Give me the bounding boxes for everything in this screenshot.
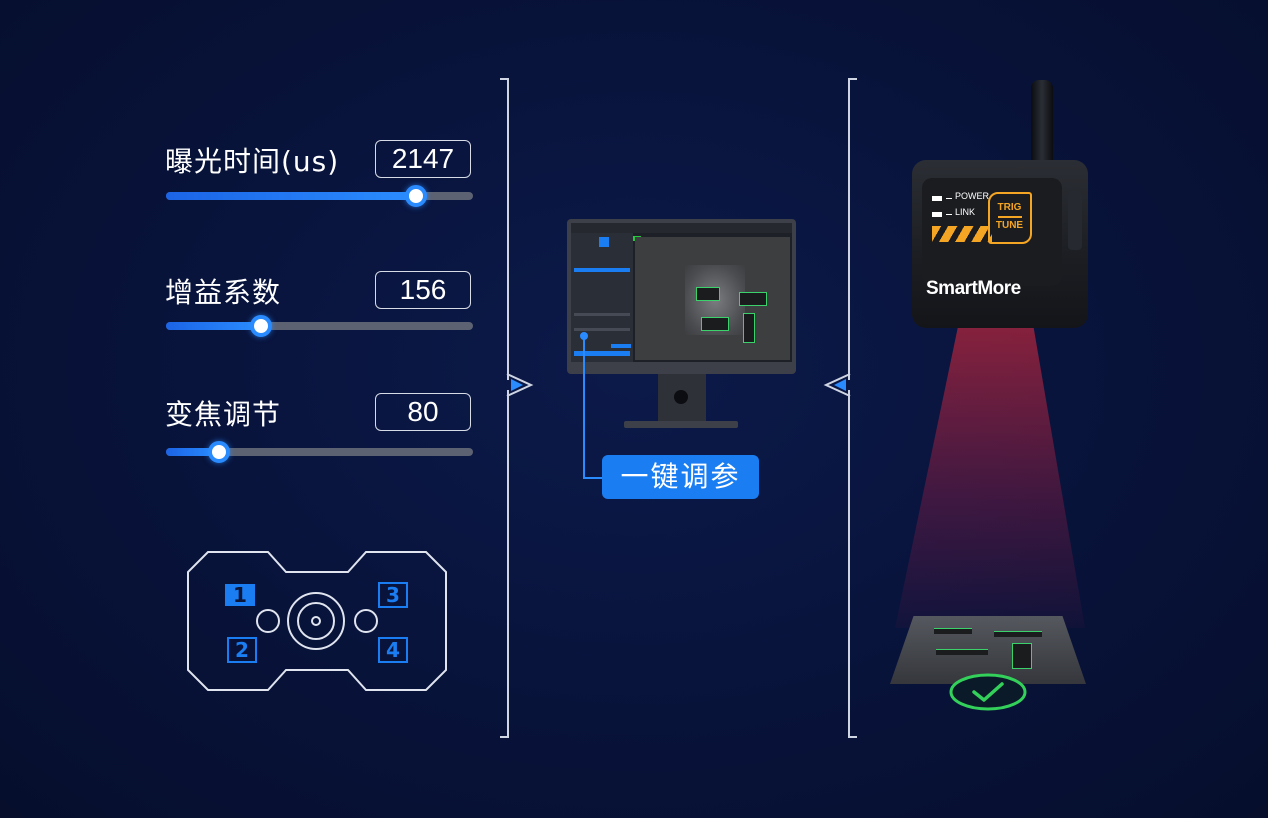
right-arrow-icon	[511, 379, 523, 391]
gain-slider-fill	[166, 322, 261, 330]
tune-label: TUNE	[995, 220, 1024, 231]
part-chip	[994, 631, 1042, 637]
exposure-time-slider-fill	[166, 192, 415, 200]
monitor-stand	[658, 374, 706, 422]
trig-label: TRIG	[997, 202, 1022, 213]
lens-selector-panel	[187, 551, 447, 691]
camera-body: POWER LINK TRIG TUNE SmartMore	[912, 160, 1088, 328]
connector-line	[580, 332, 604, 479]
lens-button-3[interactable]: 3	[378, 582, 408, 608]
left-arrow-icon	[834, 379, 846, 391]
zoom-label: 变焦调节	[165, 398, 282, 431]
pass-check-icon	[949, 673, 1027, 711]
screen-sidebar	[571, 233, 633, 362]
exposure-time-label: 曝光时间(us)	[165, 145, 340, 178]
orange-stripes	[932, 226, 992, 242]
gain-input[interactable]: 156	[375, 271, 471, 309]
gain-slider[interactable]	[166, 315, 473, 337]
gain-label: 增益系数	[165, 276, 282, 309]
link-indicator-label: LINK	[955, 207, 976, 217]
inspection-tray	[890, 616, 1086, 684]
camera-front-panel: POWER LINK TRIG TUNE	[922, 178, 1062, 286]
lens-button-4[interactable]: 4	[378, 637, 408, 663]
lens-center-dot	[311, 616, 321, 626]
monitor-frame	[567, 219, 796, 374]
screen-image-view	[635, 237, 790, 360]
screen-titlebar	[571, 223, 792, 233]
exposure-time-slider-thumb[interactable]	[405, 185, 427, 207]
exposure-time-input[interactable]: 2147	[375, 140, 471, 178]
lens-inner-ring	[297, 602, 335, 640]
lens-button-1[interactable]: 1	[225, 584, 255, 606]
software-screen	[571, 223, 792, 362]
brand-logo: SmartMore	[926, 278, 1021, 299]
led-left-circle	[256, 609, 280, 633]
red-light-beam	[895, 328, 1085, 628]
exposure-time-slider[interactable]	[166, 185, 473, 207]
part-chip	[934, 628, 972, 634]
camera-cable	[1031, 80, 1053, 172]
zoom-slider-thumb[interactable]	[208, 441, 230, 463]
led-right-circle	[354, 609, 378, 633]
part-chip	[936, 649, 988, 655]
trigger-tune-button[interactable]: TRIG TUNE	[988, 192, 1032, 244]
part-chip	[1012, 643, 1032, 669]
zoom-slider-fill	[166, 448, 219, 456]
one-click-tune-button[interactable]: 一键调参	[602, 455, 759, 499]
zoom-slider[interactable]	[166, 441, 473, 463]
zoom-input[interactable]: 80	[375, 393, 471, 431]
monitor-base	[624, 421, 738, 428]
lens-outer-ring	[287, 592, 345, 650]
power-indicator-label: POWER	[955, 191, 990, 201]
gain-slider-thumb[interactable]	[250, 315, 272, 337]
lens-button-2[interactable]: 2	[227, 637, 257, 663]
